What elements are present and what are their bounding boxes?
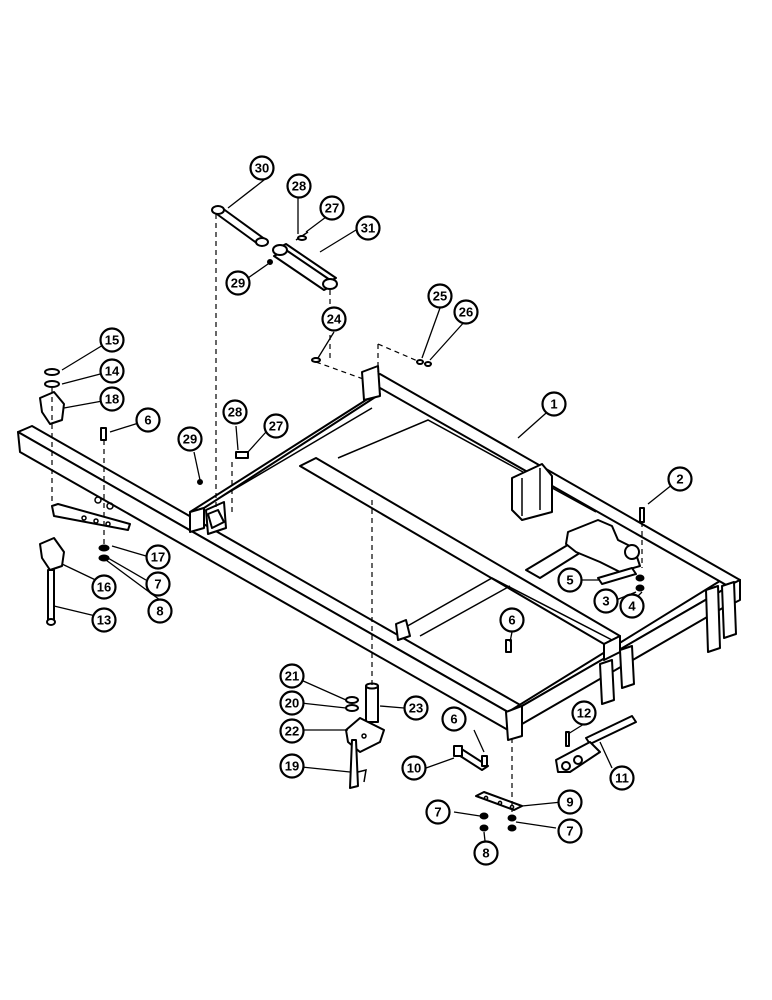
- callout-2: 2: [667, 466, 693, 492]
- callout-20: 20: [279, 690, 305, 716]
- callout-28-top: 28: [286, 173, 312, 199]
- callout-18: 18: [99, 386, 125, 412]
- callout-27-top: 27: [319, 195, 345, 221]
- callout-6-bottom: 6: [441, 706, 467, 732]
- callout-label: 6: [144, 413, 151, 428]
- callout-label: 19: [285, 759, 299, 774]
- callout-11: 11: [609, 765, 635, 791]
- callout-label: 13: [97, 613, 111, 628]
- callout-label: 18: [105, 392, 119, 407]
- callout-label: 29: [183, 432, 197, 447]
- callout-label: 26: [459, 305, 473, 320]
- callout-label: 29: [231, 276, 245, 291]
- callout-label: 6: [450, 712, 457, 727]
- callout-7-left: 7: [145, 571, 171, 597]
- callout-6-center: 6: [499, 607, 525, 633]
- callout-label: 11: [615, 771, 629, 786]
- callout-17: 17: [145, 544, 171, 570]
- callout-19: 19: [279, 753, 305, 779]
- callout-label: 3: [602, 594, 609, 609]
- callout-7-bottom-right: 7: [557, 818, 583, 844]
- callout-8-left: 8: [147, 598, 173, 624]
- callout-label: 25: [433, 289, 447, 304]
- callout-label: 8: [156, 604, 163, 619]
- callout-27-mid: 27: [263, 413, 289, 439]
- callout-28-mid: 28: [222, 399, 248, 425]
- callout-4: 4: [619, 593, 645, 619]
- callout-7-bottom-left: 7: [425, 799, 451, 825]
- callout-9: 9: [557, 789, 583, 815]
- right-hardware: [597, 507, 645, 592]
- callout-label: 21: [285, 669, 299, 684]
- callout-label: 24: [327, 312, 342, 327]
- callout-label: 7: [566, 824, 573, 839]
- bottom-bracket-parts: [453, 639, 637, 832]
- callout-label: 7: [154, 577, 161, 592]
- callout-16: 16: [91, 574, 117, 600]
- callout-label: 27: [269, 419, 283, 434]
- callout-label: 23: [409, 701, 423, 716]
- callout-label: 15: [105, 333, 119, 348]
- callout-24: 24: [321, 306, 347, 332]
- callout-label: 16: [97, 580, 111, 595]
- callout-label: 20: [285, 696, 299, 711]
- callout-label: 17: [151, 550, 165, 565]
- callout-label: 2: [676, 472, 683, 487]
- callout-label: 28: [292, 179, 306, 194]
- callout-label: 27: [325, 201, 339, 216]
- callout-30: 30: [249, 155, 275, 181]
- callout-10: 10: [401, 755, 427, 781]
- callout-label: 30: [255, 161, 269, 176]
- callout-25: 25: [427, 283, 453, 309]
- callout-23: 23: [403, 695, 429, 721]
- callout-label: 6: [508, 613, 515, 628]
- callout-6-left: 6: [135, 407, 161, 433]
- callout-22: 22: [279, 718, 305, 744]
- left-clevis-assembly: [39, 368, 131, 626]
- callout-label: 9: [566, 795, 573, 810]
- callout-label: 8: [482, 846, 489, 861]
- main-frame: [17, 365, 741, 741]
- callout-5: 5: [557, 567, 583, 593]
- callout-12: 12: [571, 700, 597, 726]
- callout-label: 1: [550, 397, 557, 412]
- callout-21: 21: [279, 663, 305, 689]
- callout-label: 7: [434, 805, 441, 820]
- callout-label: 4: [628, 599, 636, 614]
- callout-13: 13: [91, 607, 117, 633]
- mid-pivot-parts: [197, 451, 249, 529]
- callout-29-top: 29: [225, 270, 251, 296]
- callout-29-mid: 29: [177, 426, 203, 452]
- callout-label: 5: [566, 573, 573, 588]
- callout-14: 14: [99, 358, 125, 384]
- callout-3: 3: [593, 588, 619, 614]
- upper-links: [211, 205, 338, 520]
- jack-parts: [345, 500, 385, 789]
- callout-label: 22: [285, 724, 299, 739]
- callout-31: 31: [355, 215, 381, 241]
- callout-15: 15: [99, 327, 125, 353]
- callout-label: 28: [228, 405, 242, 420]
- callout-1: 1: [541, 391, 567, 417]
- callout-26: 26: [453, 299, 479, 325]
- callout-label: 12: [577, 706, 591, 721]
- rear-top-parts: [311, 343, 432, 381]
- callout-label: 31: [361, 221, 375, 236]
- callout-label: 10: [407, 761, 421, 776]
- callout-8-bottom: 8: [473, 840, 499, 866]
- callout-label: 14: [105, 364, 120, 379]
